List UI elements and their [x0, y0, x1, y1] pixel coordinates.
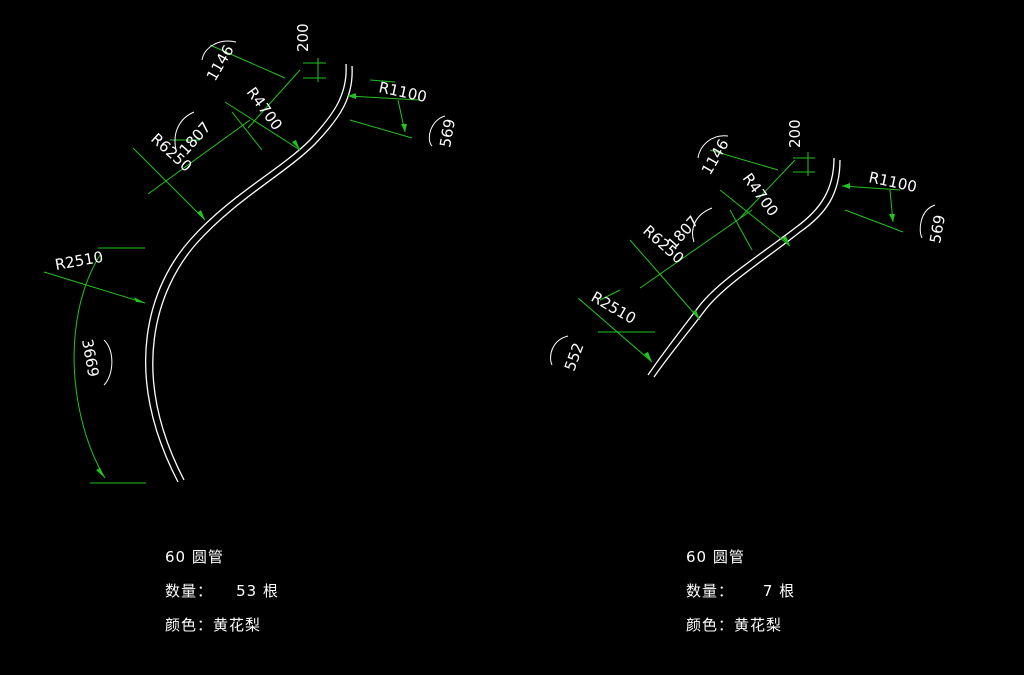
pipe-profile-inner: [152, 65, 353, 481]
dim-r2510: R2510: [588, 288, 639, 328]
pipe-profile-inner: [653, 159, 841, 378]
dim-1146: 1146: [698, 136, 733, 178]
dimension-arcs: [550, 135, 936, 366]
pipe-profile[interactable]: [647, 157, 835, 376]
note-pipe-spec-right: 60 圆管: [686, 548, 745, 566]
dimension-arrows: [644, 183, 895, 362]
dim-r1100: R1100: [377, 78, 428, 106]
dimension-lines: [577, 149, 904, 363]
note-quantity-right: 数量： 7 根: [686, 582, 796, 600]
dim-569: 569: [436, 117, 459, 148]
note-pipe-spec-left: 60 圆管: [165, 548, 224, 566]
dim-200: 200: [294, 23, 312, 52]
dim-3669: 3669: [78, 338, 102, 379]
pipe-drawing-right: 200 1146 R4700 R1100 569 1807 R6250 R251…: [550, 119, 949, 378]
pipe-drawing-left: 200 1146 R4700 R1100 569 1807 R6250 R251…: [43, 23, 459, 484]
dimension-arcs: [103, 40, 446, 386]
dim-r1100: R1100: [867, 168, 918, 196]
note-color-left: 颜色：黄花梨: [165, 616, 262, 634]
dim-r2510: R2510: [54, 248, 105, 274]
dim-552: 552: [561, 340, 588, 373]
dim-200: 200: [786, 119, 804, 148]
note-color-right: 颜色：黄花梨: [686, 616, 783, 634]
dimension-arrows: [96, 93, 407, 478]
dim-569: 569: [926, 213, 949, 244]
pipe-profile[interactable]: [145, 63, 347, 483]
note-quantity-left: 数量： 53 根: [165, 582, 279, 600]
